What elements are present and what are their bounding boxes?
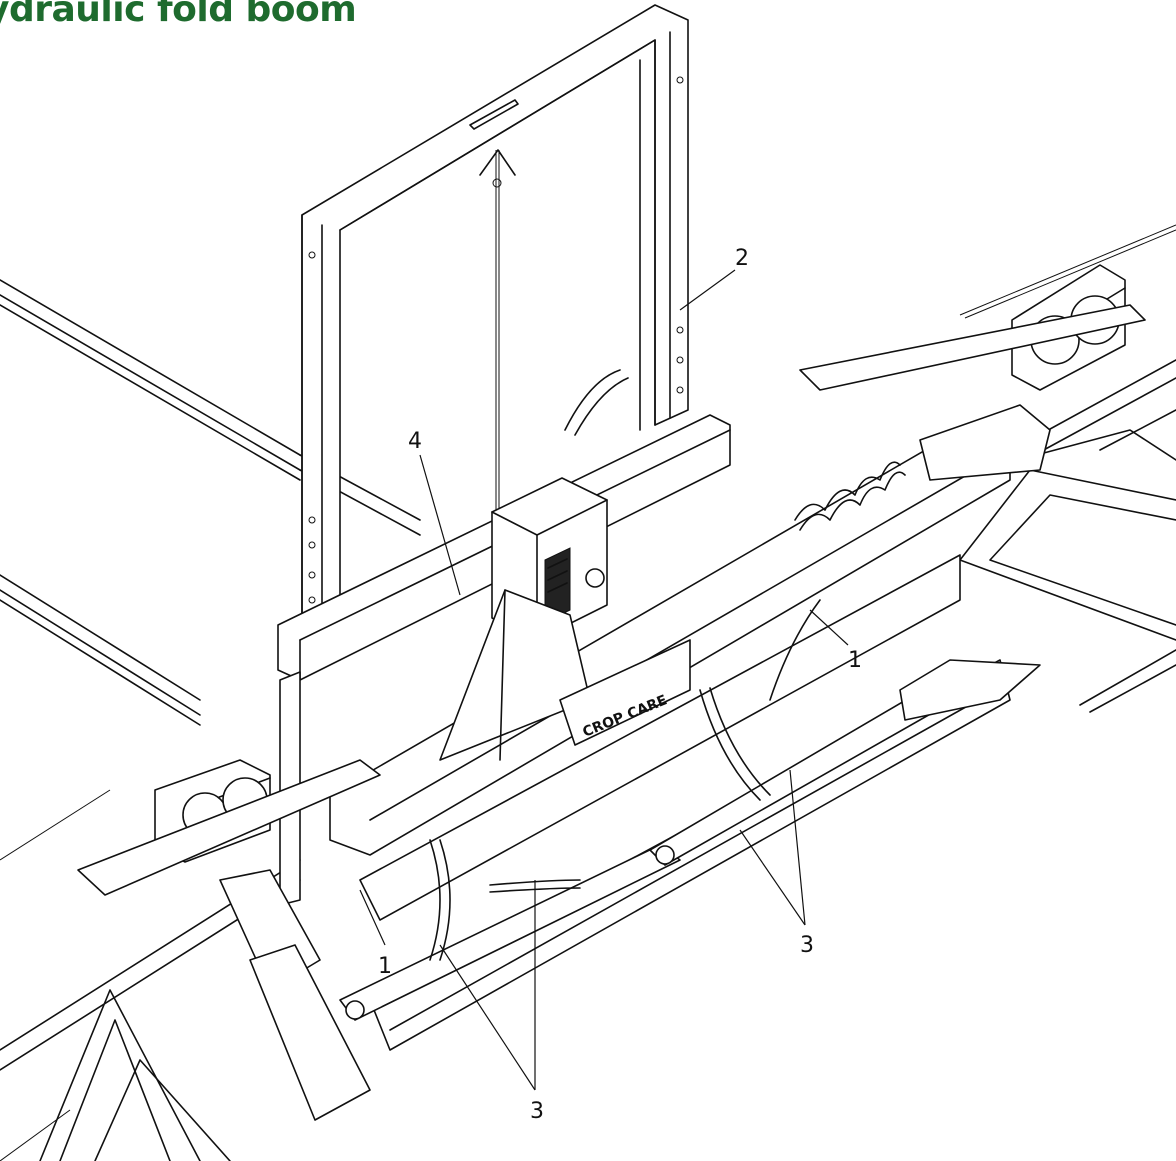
callouts: 2 4 1 1 3 3: [359, 246, 862, 1124]
callout-1-upper: 1: [809, 609, 862, 673]
callout-3-lower-label: 3: [530, 1099, 544, 1124]
right-lower-wing: [959, 429, 1176, 713]
triangular-housing: CROP CARE: [439, 589, 691, 761]
callout-3-lower: 3: [439, 880, 544, 1124]
left-boom-rails: [0, 279, 421, 726]
callout-1-lower-label: 1: [378, 954, 392, 979]
coil-spring: [794, 461, 906, 531]
mast-frame: [301, 4, 689, 673]
callout-3-right: 3: [739, 769, 814, 958]
callout-1-upper-label: 1: [848, 648, 862, 673]
lamp-housing-left: [77, 759, 381, 896]
hydraulic-hoses: [0, 369, 821, 1161]
callout-4-label: 4: [408, 429, 422, 454]
callout-4: 4: [408, 429, 461, 596]
callout-1-lower: 1: [359, 889, 392, 979]
lamp-housing-right: [799, 264, 1146, 391]
callout-2: 2: [679, 246, 749, 311]
callout-3-right-label: 3: [800, 933, 814, 958]
right-boom-rails: [959, 224, 1176, 453]
wing-brackets: [219, 404, 1051, 1121]
diagram-title: ydraulic fold boom: [0, 0, 357, 30]
callout-2-label: 2: [735, 246, 749, 271]
